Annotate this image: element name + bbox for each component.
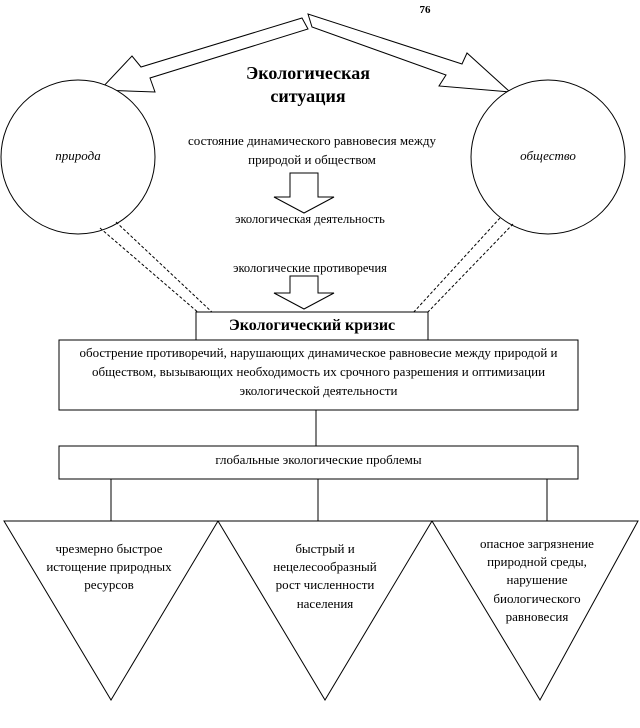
problem-text-1: чрезмерно быстрое истощение природных ре…	[46, 541, 172, 593]
diagram-title: Экологическая ситуация	[246, 63, 370, 107]
global-problems-box	[58, 445, 579, 480]
problem-triangle-2	[217, 520, 433, 701]
crisis-definition-box	[58, 339, 579, 411]
equilibrium-text: состояние динамического равновесия между…	[188, 133, 436, 167]
page-number: 76	[419, 4, 431, 16]
arrow-down-1	[273, 172, 335, 214]
crisis-definition-text: обострение противоречий, нарушающих дина…	[79, 345, 558, 398]
arrow-to-nature	[98, 17, 309, 93]
arrow-down-2	[273, 275, 335, 310]
nature-label: природа	[55, 148, 101, 163]
society-circle	[470, 79, 626, 235]
problem-text-3: опасное загрязнение природной среды, нар…	[480, 536, 594, 624]
problem-text-2: быстрый и нецелесообразный рост численно…	[273, 541, 377, 611]
society-label: общество	[520, 148, 576, 163]
problem-triangle-1	[3, 520, 219, 701]
nature-circle	[0, 79, 156, 235]
crisis-box	[195, 311, 429, 341]
contradictions-text: экологические противоречия	[233, 261, 387, 275]
global-problems-text: глобальные экологические проблемы	[215, 452, 422, 467]
activity-text: экологическая деятельность	[235, 212, 385, 226]
triangle-connectors	[110, 479, 548, 521]
crisis-label: Экологический кризис	[228, 317, 396, 334]
arrow-to-society	[307, 13, 512, 93]
dashed-connectors	[99, 217, 514, 315]
problem-triangle-3	[431, 520, 639, 702]
